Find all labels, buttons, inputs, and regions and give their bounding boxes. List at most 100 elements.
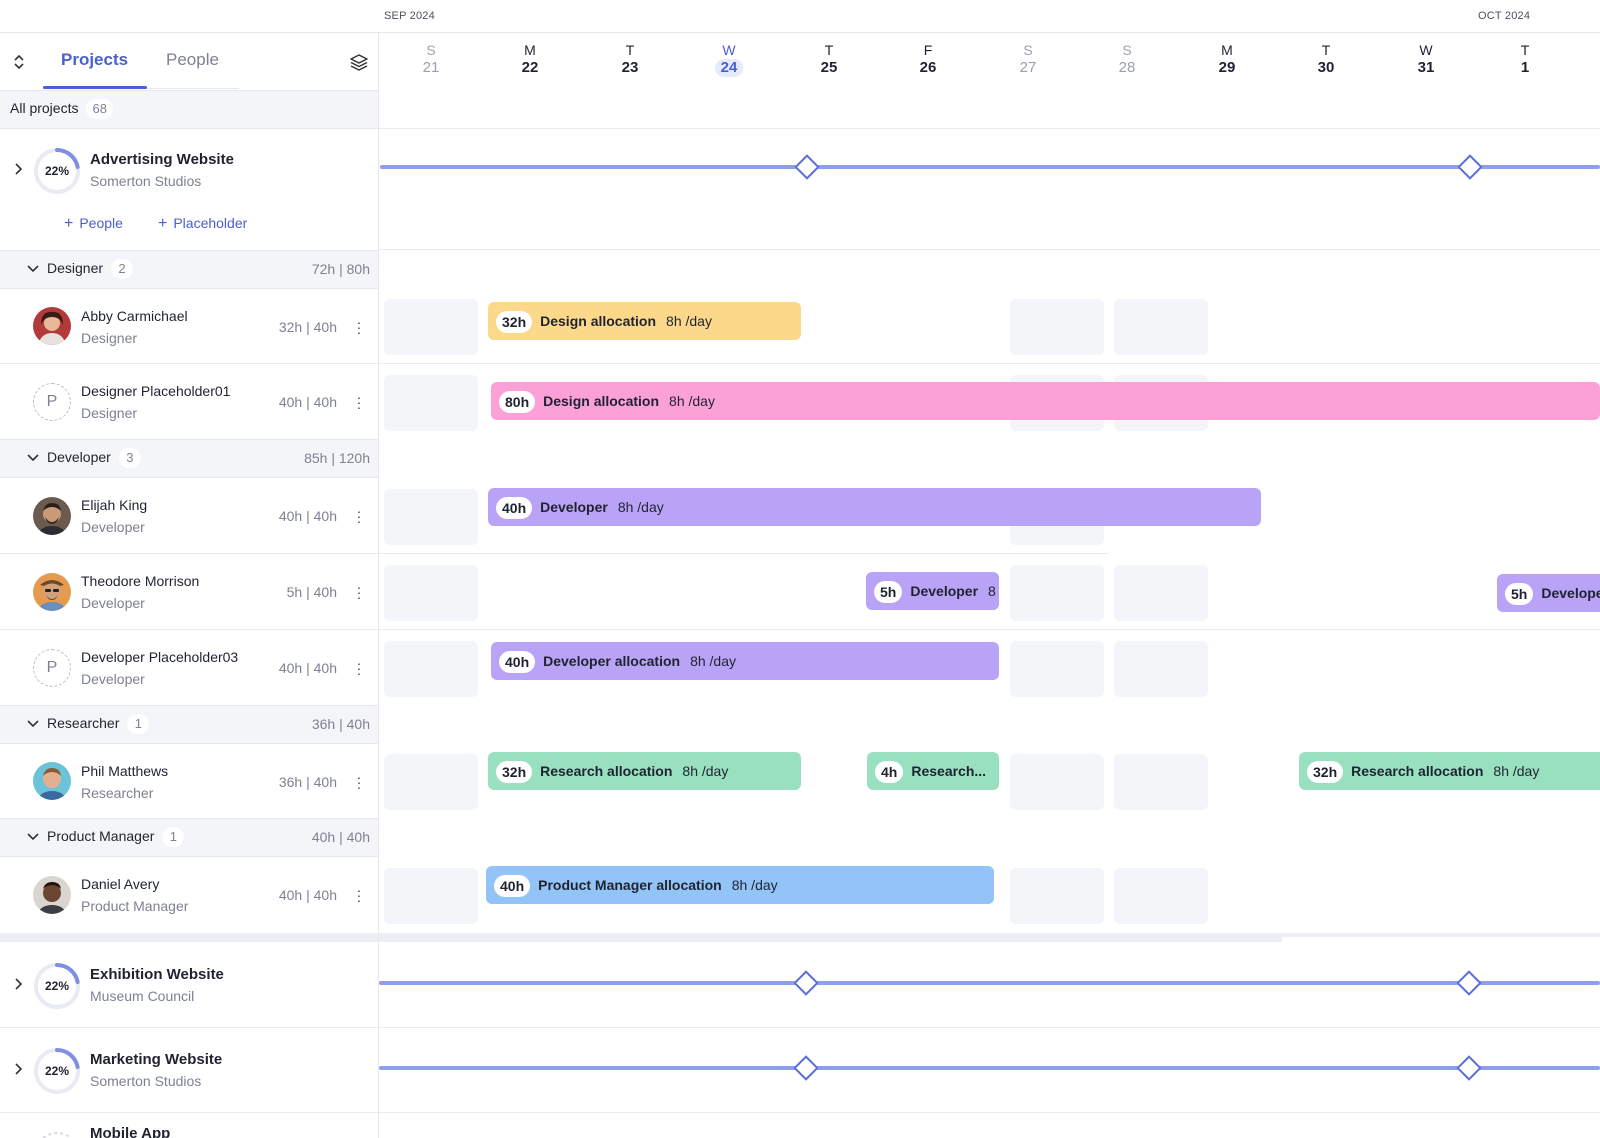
project-progress-ring — [34, 963, 80, 1009]
group-hours: 40h | 40h — [311, 829, 370, 845]
milestone-diamond-icon[interactable] — [793, 970, 819, 996]
avatar — [33, 497, 71, 535]
group-label: Designer — [47, 260, 104, 276]
sort-toggle-icon[interactable] — [10, 52, 28, 72]
avatar — [33, 762, 71, 800]
group-count-badge: 1 — [127, 714, 150, 734]
person-hours: 40h | 40h — [278, 660, 337, 676]
person-hours: 40h | 40h — [278, 394, 337, 410]
project-title[interactable]: Exhibition Website — [90, 966, 224, 983]
group-label: Developer — [47, 449, 111, 465]
milestone-diamond-icon[interactable] — [793, 1055, 819, 1081]
kebab-menu-icon[interactable]: ··· — [356, 503, 362, 529]
kebab-menu-icon[interactable]: ··· — [356, 655, 362, 681]
kebab-menu-icon[interactable]: ··· — [356, 579, 362, 605]
expand-chevron-icon[interactable] — [12, 162, 24, 179]
person-role: Developer — [81, 671, 145, 687]
add-people-button[interactable]: +People — [64, 215, 123, 232]
person-role: Developer — [81, 519, 145, 535]
placeholder-avatar: P — [33, 649, 71, 687]
project-title[interactable]: Mobile App — [90, 1125, 171, 1138]
group-count-badge: 1 — [162, 827, 185, 847]
group-hours: 36h | 40h — [311, 716, 370, 732]
milestone-diamond-icon[interactable] — [1456, 1055, 1482, 1081]
kebab-menu-icon[interactable]: ··· — [356, 882, 362, 908]
avatar — [33, 573, 71, 611]
group-count-badge: 3 — [118, 448, 141, 468]
person-name[interactable]: Developer Placeholder03 — [81, 649, 239, 665]
expand-chevron-icon[interactable] — [12, 1062, 24, 1079]
person-name[interactable]: Daniel Avery — [81, 876, 160, 892]
project-separator — [0, 933, 1282, 942]
sidebar-divider — [378, 32, 379, 1138]
person-hours: 40h | 40h — [278, 887, 337, 903]
project-timeline — [380, 165, 1600, 169]
person-role: Developer — [81, 595, 145, 611]
collapse-chevron-icon[interactable] — [26, 263, 40, 278]
project-client: Somerton Studios — [90, 1073, 202, 1089]
person-name[interactable]: Phil Matthews — [81, 763, 169, 779]
group-count-badge: 2 — [111, 259, 134, 279]
kebab-menu-icon[interactable]: ··· — [356, 769, 362, 795]
collapse-chevron-icon[interactable] — [26, 718, 40, 733]
milestone-diamond-icon[interactable] — [794, 154, 820, 180]
avatar — [33, 876, 71, 914]
person-name[interactable]: Abby Carmichael — [81, 308, 188, 324]
layers-icon[interactable] — [349, 52, 369, 72]
person-name[interactable]: Elijah King — [81, 497, 148, 513]
collapse-chevron-icon[interactable] — [26, 452, 40, 467]
tab-people[interactable]: People — [166, 50, 219, 69]
project-progress-ring — [34, 148, 80, 194]
group-header-designer[interactable]: Designer 2 72h | 80h — [0, 250, 378, 289]
project-timeline — [379, 981, 1600, 985]
collapse-chevron-icon[interactable] — [26, 831, 40, 846]
add-placeholder-button[interactable]: +Placeholder — [158, 215, 248, 232]
project-progress-text: 22% — [44, 979, 70, 993]
person-name[interactable]: Theodore Morrison — [81, 573, 200, 589]
person-name[interactable]: Designer Placeholder01 — [81, 383, 231, 399]
project-title[interactable]: Marketing Website — [90, 1051, 223, 1068]
group-label: Researcher — [47, 715, 120, 731]
tab-projects[interactable]: Projects — [61, 50, 129, 69]
project-progress-ring — [41, 1132, 73, 1138]
project-progress-text: 22% — [44, 164, 70, 178]
person-hours: 40h | 40h — [278, 508, 337, 524]
header-divider — [0, 32, 1600, 33]
project-timeline — [379, 1066, 1600, 1070]
project-count-badge: 68 — [86, 99, 113, 119]
milestone-diamond-icon[interactable] — [1456, 970, 1482, 996]
expand-chevron-icon[interactable] — [12, 977, 24, 994]
project-client: Museum Council — [90, 988, 195, 1004]
kebab-menu-icon[interactable]: ··· — [356, 314, 362, 340]
person-role: Product Manager — [81, 898, 189, 914]
group-hours: 72h | 80h — [311, 261, 370, 277]
milestone-diamond-icon[interactable] — [1457, 154, 1483, 180]
kebab-menu-icon[interactable]: ··· — [356, 389, 362, 415]
project-title[interactable]: Advertising Website — [90, 151, 234, 168]
group-header-researcher[interactable]: Researcher 1 36h | 40h — [0, 705, 378, 744]
month-label-oct: OCT 2024 — [1478, 10, 1531, 22]
person-hours: 5h | 40h — [286, 584, 337, 600]
